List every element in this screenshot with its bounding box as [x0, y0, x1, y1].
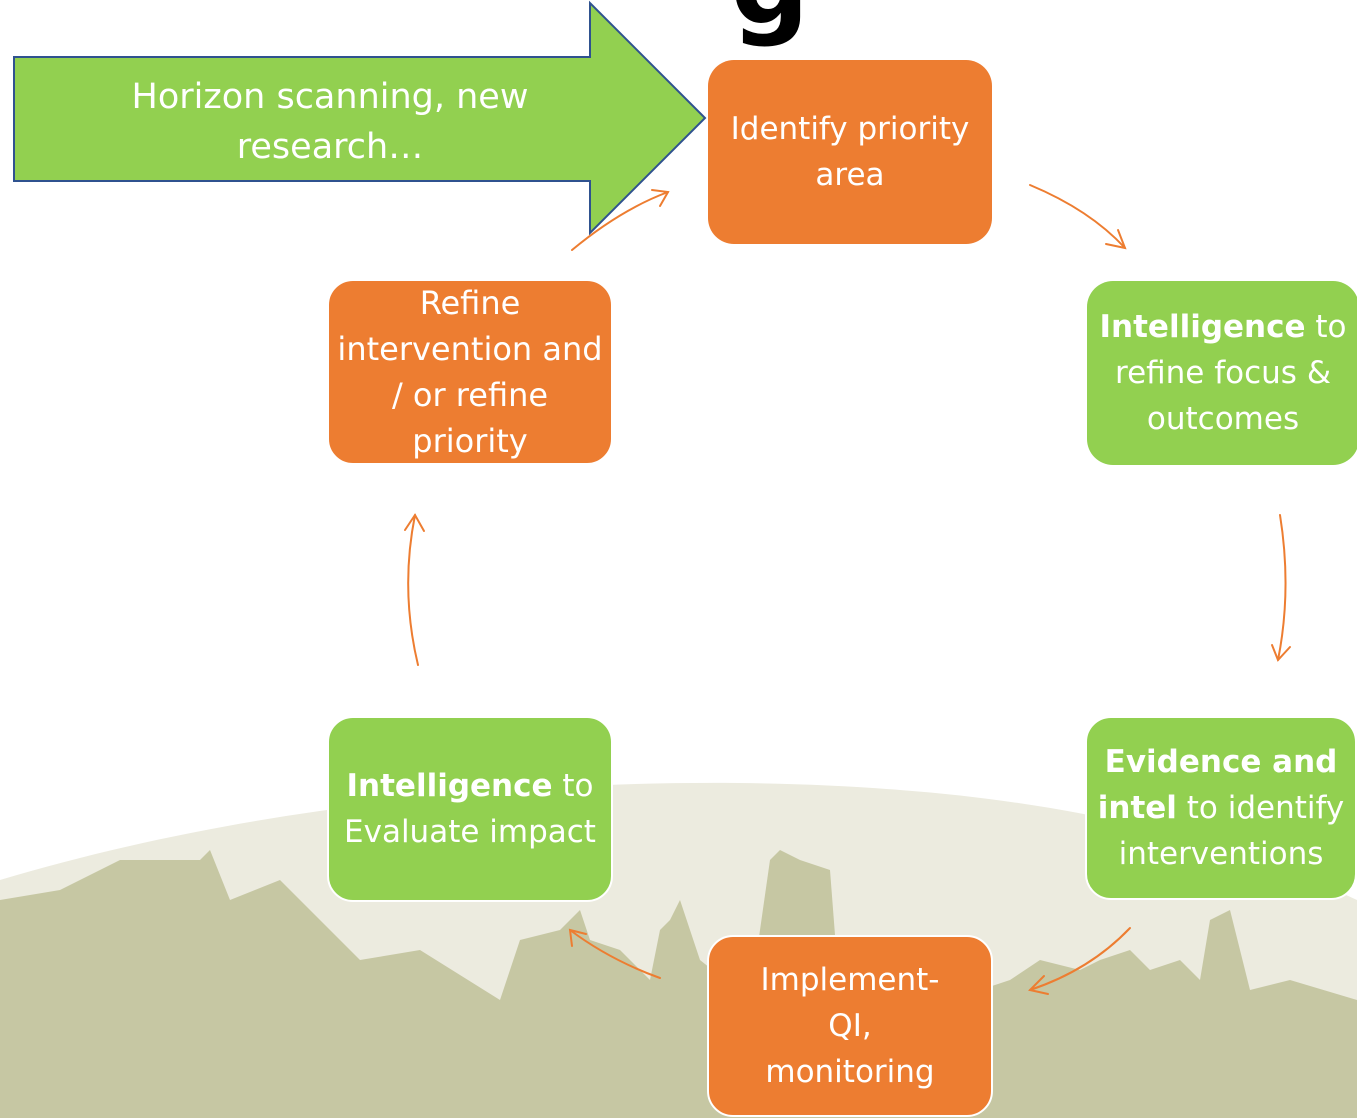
step-implement: Implement-QI, monitoring — [707, 935, 993, 1117]
step-evidence-content: Evidence and intel to identify intervent… — [1095, 739, 1347, 877]
connector-evidence-to-implement-head — [1028, 975, 1049, 995]
step-evaluate-text: to Evaluate impact — [344, 768, 596, 850]
step-intelligence-refine-bold: Intelligence — [1099, 309, 1306, 345]
input-arrow-label: Horizon scanning, new research… — [131, 77, 529, 167]
step-evidence-intel: Evidence and intel to identify intervent… — [1085, 716, 1357, 900]
input-arrow-shape — [13, 0, 707, 236]
step-evidence-text: to identify interventions — [1118, 790, 1345, 872]
connector-identify-to-intel — [1029, 184, 1126, 249]
connector-implement-to-evaluate-head — [568, 928, 587, 947]
connector-intel-to-evidence — [1277, 514, 1287, 661]
connector-evaluate-to-refine — [407, 514, 419, 666]
connector-identify-to-intel-head — [1105, 229, 1127, 250]
page-title: g — [560, 0, 980, 40]
step-evidence-bold: Evidence and intel — [1097, 744, 1338, 826]
connector-evaluate-to-refine-head — [404, 513, 425, 532]
connector-refine-to-identify-head — [651, 189, 670, 207]
connector-implement-to-evaluate — [569, 929, 661, 979]
step-intelligence-refine-text: to refine focus & outcomes — [1115, 309, 1347, 437]
connector-intel-to-evidence-head — [1271, 644, 1291, 662]
step-identify-text: Identify priority area — [730, 111, 970, 193]
step-evaluate-bold: Intelligence — [346, 768, 553, 804]
city-silhouette — [0, 850, 1357, 1118]
step-refine-text: Refine intervention and / or refine prio… — [337, 284, 603, 460]
step-intelligence-refine: Intelligence to refine focus & outcomes — [1087, 281, 1357, 465]
connector-refine-to-identify — [571, 191, 669, 251]
connector-evidence-to-implement — [1029, 927, 1131, 991]
step-evaluate-impact: Intelligence to Evaluate impact — [327, 716, 613, 902]
step-identify-priority: Identify priority area — [708, 60, 992, 244]
step-refine: Refine intervention and / or refine prio… — [327, 279, 613, 465]
step-evaluate-content: Intelligence to Evaluate impact — [337, 763, 603, 855]
step-implement-text: Implement-QI, monitoring — [760, 962, 940, 1090]
step-intelligence-refine-content: Intelligence to refine focus & outcomes — [1095, 304, 1351, 442]
